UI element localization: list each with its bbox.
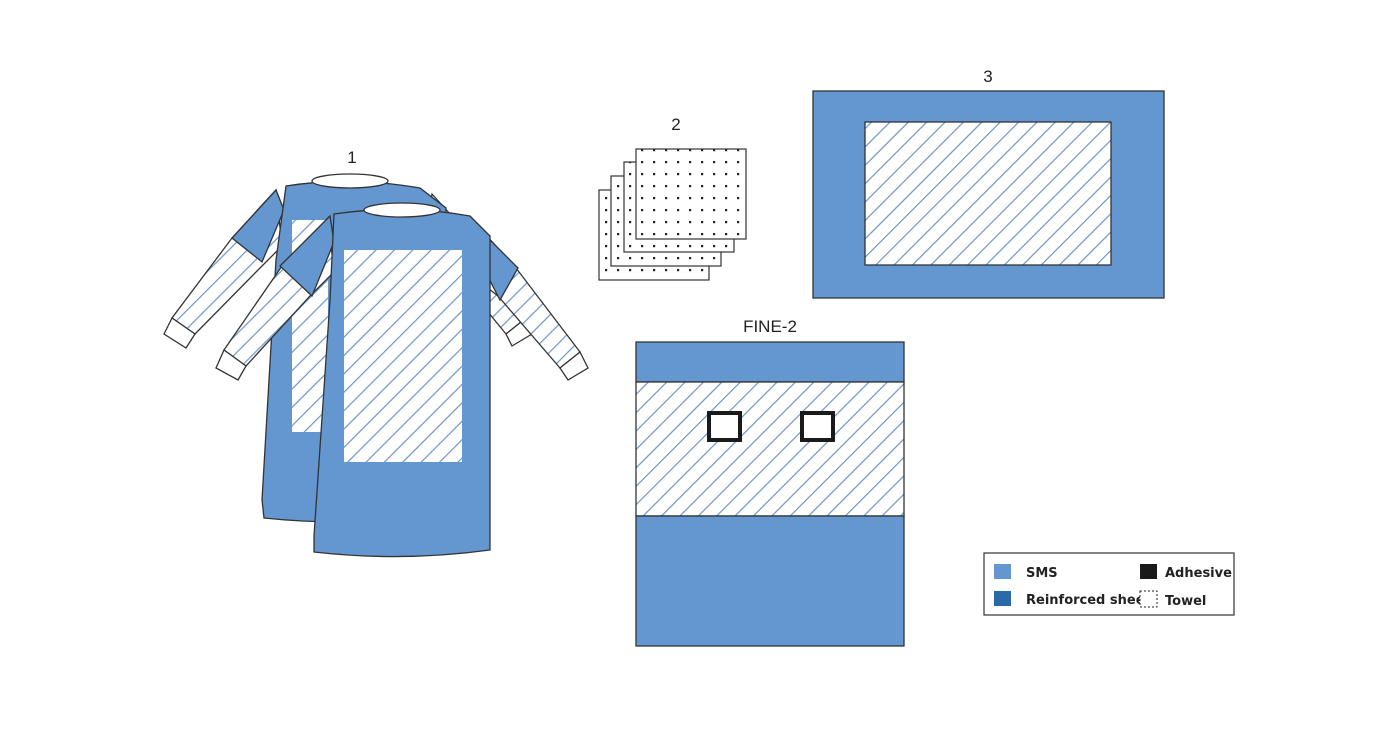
towel-stack bbox=[598, 148, 747, 281]
back-gown-left-cuff bbox=[163, 317, 196, 349]
fine-2-bottom-sms bbox=[635, 515, 905, 647]
table-cover bbox=[812, 90, 1165, 299]
front-gown bbox=[215, 202, 589, 558]
fine-2-top-sms bbox=[635, 341, 905, 383]
legend-swatch-sms bbox=[994, 564, 1011, 579]
legend-swatch-reinforced bbox=[994, 591, 1011, 606]
fine-2-drape bbox=[635, 341, 905, 647]
item-3-label: 3 bbox=[983, 67, 992, 86]
front-gown-right-cuff bbox=[559, 350, 589, 381]
adhesive-window-left bbox=[707, 411, 742, 442]
fine-2-label: FINE-2 bbox=[743, 317, 797, 336]
legend-swatch-adhesive bbox=[1140, 564, 1157, 579]
adhesive-window-right bbox=[800, 411, 835, 442]
back-gown-collar bbox=[311, 173, 389, 189]
legend-label-adhesive: Adhesive bbox=[1165, 566, 1232, 581]
legend-label-reinforced: Reinforced sheet bbox=[1026, 593, 1151, 608]
item-2-label: 2 bbox=[671, 115, 680, 134]
item-1-label: 1 bbox=[347, 148, 356, 167]
back-gown-left-shoulder bbox=[231, 188, 285, 264]
legend-box bbox=[983, 552, 1235, 616]
legend: SMS Reinforced sheet Adhesive Towel bbox=[983, 552, 1235, 616]
legend-label-sms: SMS bbox=[1026, 566, 1058, 581]
front-gown-reinforced-panel bbox=[344, 250, 462, 462]
legend-label-towel: Towel bbox=[1165, 594, 1206, 609]
front-gown-left-cuff bbox=[215, 349, 247, 381]
fine-2-reinforced-band bbox=[635, 381, 905, 517]
towel bbox=[635, 148, 747, 240]
table-cover-reinforced bbox=[864, 121, 1112, 266]
legend-swatch-towel bbox=[1139, 590, 1158, 608]
front-gown-collar bbox=[363, 202, 441, 218]
